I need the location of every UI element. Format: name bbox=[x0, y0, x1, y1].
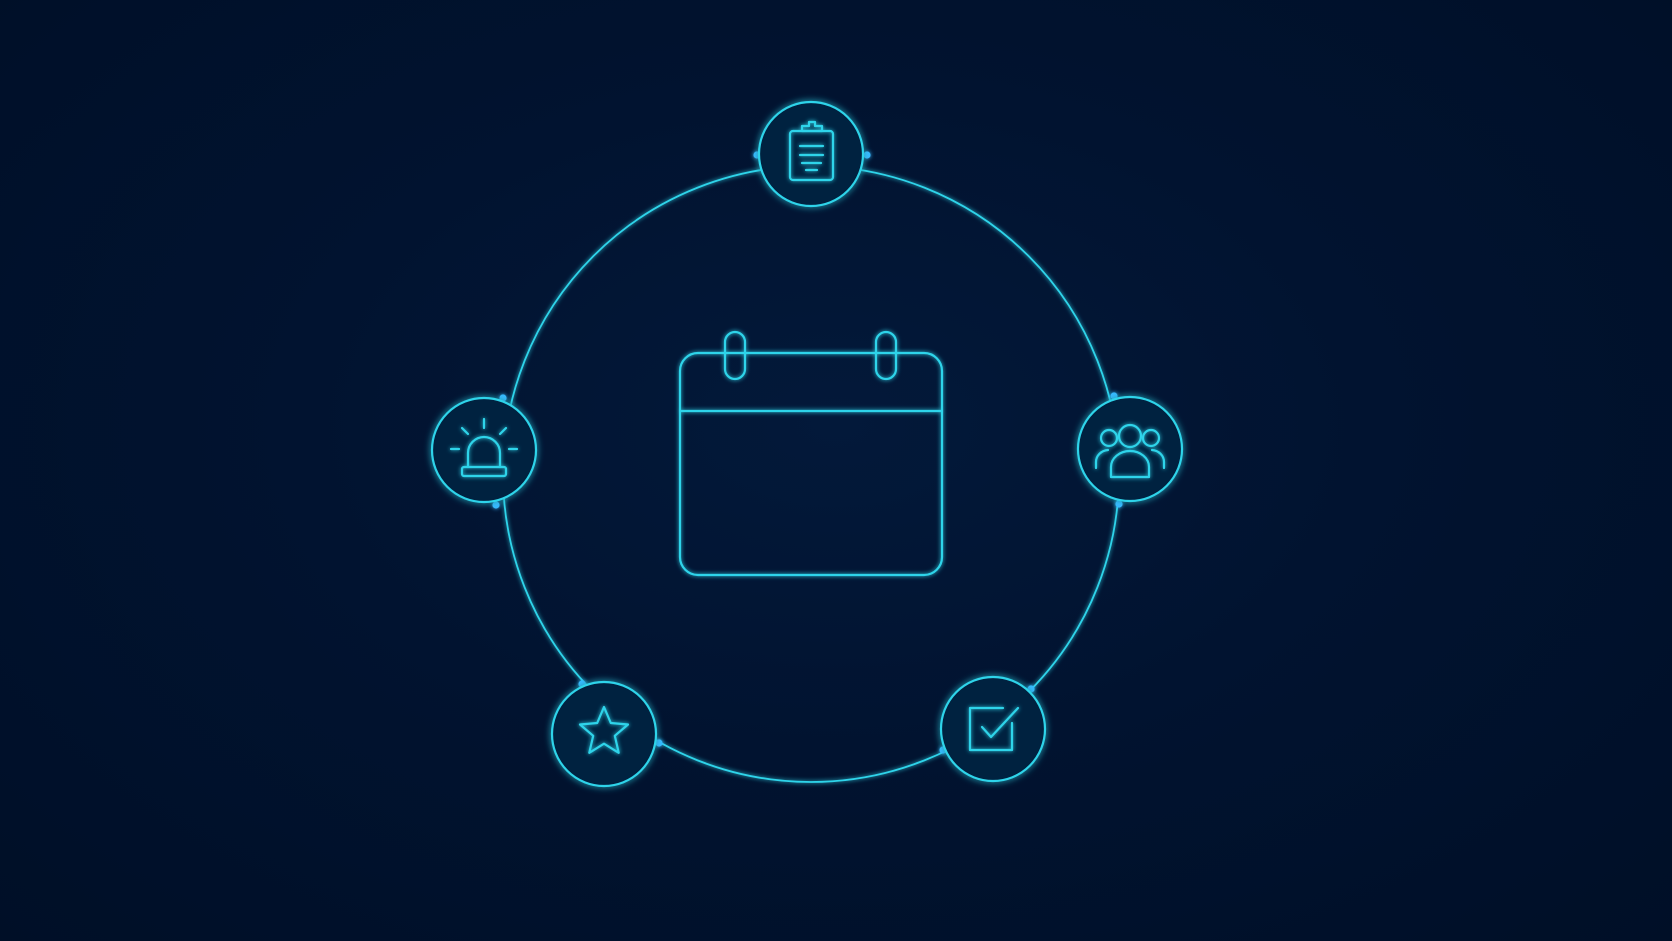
calendar-icon bbox=[678, 330, 944, 577]
connector-dot bbox=[655, 739, 663, 747]
checkbox-icon bbox=[968, 706, 1020, 752]
star-icon bbox=[578, 705, 630, 754]
alarm-node[interactable] bbox=[430, 396, 538, 504]
connector-dot bbox=[863, 151, 871, 159]
clipboard-icon bbox=[788, 120, 835, 182]
alarm-light-icon bbox=[449, 417, 519, 478]
connector-dot bbox=[1115, 500, 1123, 508]
team-node[interactable] bbox=[1076, 395, 1184, 503]
team-icon bbox=[1094, 423, 1166, 479]
clipboard-node[interactable] bbox=[757, 100, 865, 208]
checkbox-node[interactable] bbox=[939, 675, 1047, 783]
connector-dot bbox=[1110, 392, 1118, 400]
connector-dots bbox=[492, 151, 1123, 754]
connector-dot bbox=[492, 501, 500, 509]
star-node[interactable] bbox=[550, 680, 658, 788]
